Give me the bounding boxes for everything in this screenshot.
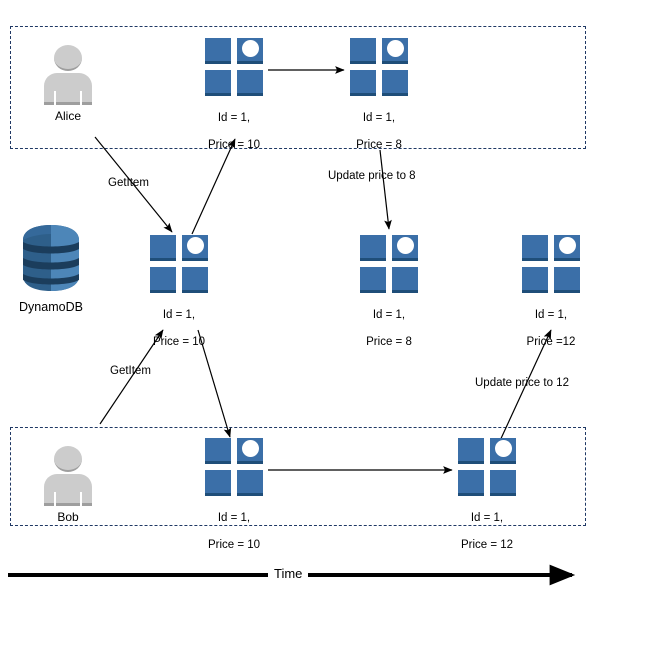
- item-id-line: Id = 1,: [162, 308, 196, 321]
- edge-alice-getitem-response: [191, 138, 236, 235]
- item-icon: [205, 438, 263, 496]
- item-icon: [150, 235, 208, 293]
- actor-bob-name: Bob: [57, 510, 79, 524]
- user-avatar-icon: [36, 446, 100, 508]
- item-alice-2: Id = 1, Price = 8: [350, 38, 408, 151]
- user-avatar-icon: [36, 45, 100, 107]
- item-id-line: Id = 1,: [372, 308, 406, 321]
- item-id-line: Id = 1,: [470, 511, 504, 524]
- item-db-2: Id = 1, Price = 8: [360, 235, 418, 348]
- item-label: Id = 1, Price =12: [496, 295, 606, 349]
- edge-label-bob-update: Update price to 12: [475, 377, 569, 389]
- item-label: Id = 1, Price = 10: [179, 98, 289, 152]
- database-name: DynamoDB: [19, 300, 83, 314]
- actor-alice-name: Alice: [54, 109, 81, 123]
- item-price-line: Price = 8: [366, 335, 412, 348]
- item-id-line: Id = 1,: [217, 111, 251, 124]
- item-highlight-dot: [241, 39, 259, 57]
- lane-alice: [10, 26, 586, 149]
- item-highlight-dot: [396, 236, 414, 254]
- edge-label-bob-getitem: GetItem: [110, 365, 151, 377]
- item-highlight-dot: [386, 39, 404, 57]
- item-highlight-dot: [241, 439, 259, 457]
- item-id-line: Id = 1,: [362, 111, 396, 124]
- item-icon: [360, 235, 418, 293]
- item-icon: [350, 38, 408, 96]
- edge-alice-update-price: [379, 149, 392, 230]
- item-id-line: Id = 1,: [534, 308, 568, 321]
- lane-bob: [10, 427, 586, 526]
- item-price-line: Price =12: [526, 335, 576, 348]
- item-label: Id = 1, Price = 10: [124, 295, 234, 349]
- time-axis-label: Time: [268, 566, 309, 581]
- item-label: Id = 1, Price = 12: [432, 498, 542, 552]
- item-label: Id = 1, Price = 10: [179, 498, 289, 552]
- item-highlight-dot: [186, 236, 204, 254]
- edge-label-alice-getitem: GetItem: [108, 177, 149, 189]
- actor-bob: Bob: [36, 446, 100, 524]
- dynamodb-logo-icon: [15, 222, 87, 294]
- item-label: Id = 1, Price = 8: [334, 295, 444, 349]
- item-highlight-dot: [558, 236, 576, 254]
- item-bob-2: Id = 1, Price = 12: [458, 438, 516, 551]
- item-db-3: Id = 1, Price =12: [522, 235, 580, 348]
- item-price-line: Price = 8: [356, 138, 402, 151]
- item-bob-1: Id = 1, Price = 10: [205, 438, 263, 551]
- database-dynamodb: DynamoDB: [8, 222, 94, 314]
- edge-label-alice-update: Update price to 8: [328, 170, 416, 182]
- actor-alice: Alice: [36, 45, 100, 123]
- item-icon: [458, 438, 516, 496]
- item-price-line: Price = 10: [207, 138, 261, 151]
- item-id-line: Id = 1,: [217, 511, 251, 524]
- item-icon: [522, 235, 580, 293]
- item-db-1: Id = 1, Price = 10: [150, 235, 208, 348]
- item-price-line: Price = 12: [460, 538, 514, 551]
- item-highlight-dot: [494, 439, 512, 457]
- item-price-line: Price = 10: [152, 335, 206, 348]
- item-price-line: Price = 10: [207, 538, 261, 551]
- item-label: Id = 1, Price = 8: [324, 98, 434, 152]
- item-icon: [205, 38, 263, 96]
- item-alice-1: Id = 1, Price = 10: [205, 38, 263, 151]
